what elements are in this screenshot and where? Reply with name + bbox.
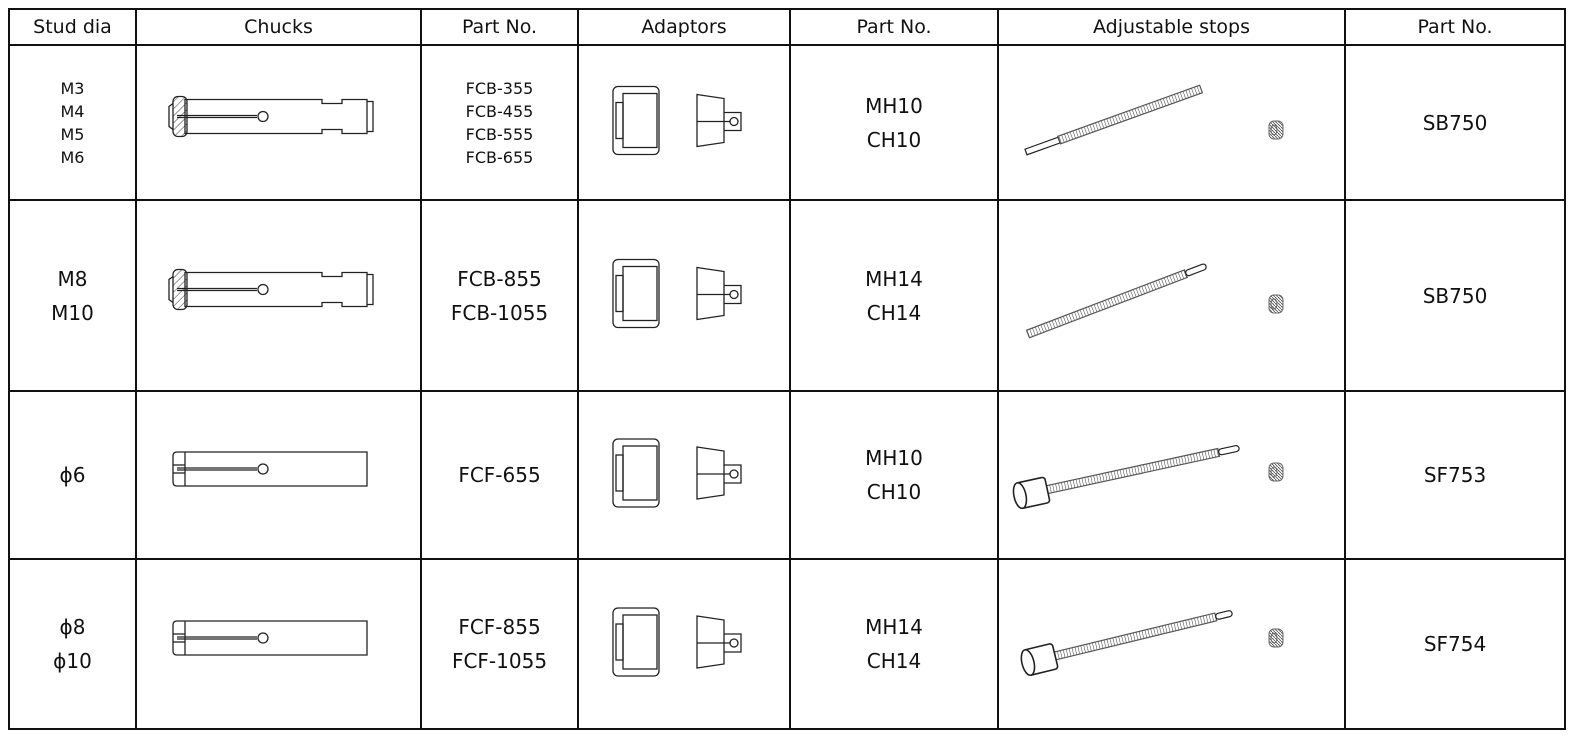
header-stud-dia: Stud dia (8, 8, 137, 46)
chuck-cell (135, 558, 422, 730)
header-stop-part-no: Part No. (1344, 8, 1566, 46)
stop-part-no: SB750 (1422, 283, 1488, 308)
header-adaptors: Adaptors (577, 8, 791, 46)
adaptor-cup-icon (612, 258, 660, 329)
chuck-part-no: FCF-855 (458, 615, 541, 639)
chuck-part-no: FCB-455 (465, 101, 534, 121)
adaptor-drawing (612, 607, 742, 677)
adaptor-cell (577, 44, 791, 201)
chuck-drawing (168, 95, 374, 138)
stud-dia: M3 (60, 78, 85, 98)
adaptor-cone-icon (696, 446, 742, 500)
stop-cap-icon (1020, 643, 1059, 677)
adaptor-cone-icon (696, 615, 742, 669)
adaptor-cell (577, 390, 791, 560)
chuck-part-no: FCB-555 (465, 124, 534, 144)
adaptor-drawing (612, 85, 742, 156)
adaptor-part-no: CH14 (866, 300, 922, 325)
header-row: Stud dia Chucks Part No. Adaptors Part N… (8, 8, 1566, 46)
adjustable-stop-drawing (1012, 445, 1284, 510)
stop-cap-icon (1012, 476, 1051, 510)
adaptor-cell (577, 199, 791, 392)
adaptor-drawing (612, 258, 742, 329)
adjustable-stop-cell (997, 390, 1346, 560)
stop-part-no: SB750 (1422, 110, 1488, 135)
stop-part-no: SF754 (1423, 632, 1487, 656)
adaptor-drawing (612, 438, 742, 508)
adjustable-stop-cell (997, 558, 1346, 730)
stop-part-no-cell: SB750 (1344, 44, 1566, 201)
chuck-part-no: FCF-1055 (451, 649, 548, 673)
adaptor-part-no: MH10 (865, 93, 923, 118)
stud-dia: M8 (57, 266, 88, 291)
chuck-cell (135, 390, 422, 560)
chuck-part-no: FCB-855 (457, 266, 542, 291)
adaptor-part-no: MH14 (865, 266, 923, 291)
stop-part-no-cell: SF754 (1344, 558, 1566, 730)
stud-dia: ϕ6 (59, 463, 86, 487)
adaptor-cone-icon (696, 266, 742, 321)
stop-part-no: SF753 (1423, 463, 1487, 487)
adaptor-cup-icon (612, 438, 660, 508)
chuck-drawing (172, 451, 368, 487)
adaptor-part-no: CH10 (866, 480, 922, 504)
adaptor-cup-icon (612, 85, 660, 156)
adjustable-stop-drawing (1020, 610, 1284, 677)
chuck-drawing (168, 268, 374, 311)
chuck-part-no: FCF-655 (458, 463, 541, 487)
header-adjustable-stops: Adjustable stops (997, 8, 1346, 46)
stud-dia-cell: ϕ6 (8, 390, 137, 560)
adjustable-stop-cell (997, 44, 1346, 201)
stop-part-no-cell: SB750 (1344, 199, 1566, 392)
stud-dia: M5 (60, 124, 85, 144)
chuck-part-no: FCB-1055 (450, 300, 549, 325)
header-chuck-part-no: Part No. (420, 8, 579, 46)
stop-part-no-cell: SF753 (1344, 390, 1566, 560)
adaptor-part-no: MH14 (865, 615, 923, 639)
adaptor-part-no: CH10 (866, 127, 922, 152)
parts-table: Stud dia Chucks Part No. Adaptors Part N… (8, 8, 1566, 730)
header-adaptor-part-no: Part No. (789, 8, 999, 46)
stud-dia: M10 (51, 300, 94, 325)
stud-dia: ϕ10 (53, 649, 92, 673)
adaptor-part-no: CH14 (866, 649, 922, 673)
stud-dia: M4 (60, 101, 85, 121)
knurled-nut-icon (1268, 462, 1284, 482)
knurled-nut-icon (1268, 120, 1284, 140)
chuck-part-no: FCB-655 (465, 147, 534, 167)
chuck-part-no: FCB-355 (465, 78, 534, 98)
adjustable-stop-drawing (1025, 263, 1284, 339)
chuck-cell (135, 199, 422, 392)
adjustable-stop-drawing (1024, 84, 1284, 156)
knurled-nut-icon (1268, 628, 1284, 648)
header-chucks: Chucks (135, 8, 422, 46)
adaptor-part-no: MH10 (865, 446, 923, 470)
stud-dia: ϕ8 (59, 615, 86, 639)
adjustable-stop-cell (997, 199, 1346, 392)
adaptor-cup-icon (612, 607, 660, 677)
chuck-drawing (172, 620, 368, 656)
adaptor-cone-icon (696, 93, 742, 148)
knurled-nut-icon (1268, 294, 1284, 314)
adaptor-cell (577, 558, 791, 730)
chuck-cell (135, 44, 422, 201)
chuck-part-no-cell: FCF-655 (420, 390, 579, 560)
stud-dia: M6 (60, 147, 85, 167)
